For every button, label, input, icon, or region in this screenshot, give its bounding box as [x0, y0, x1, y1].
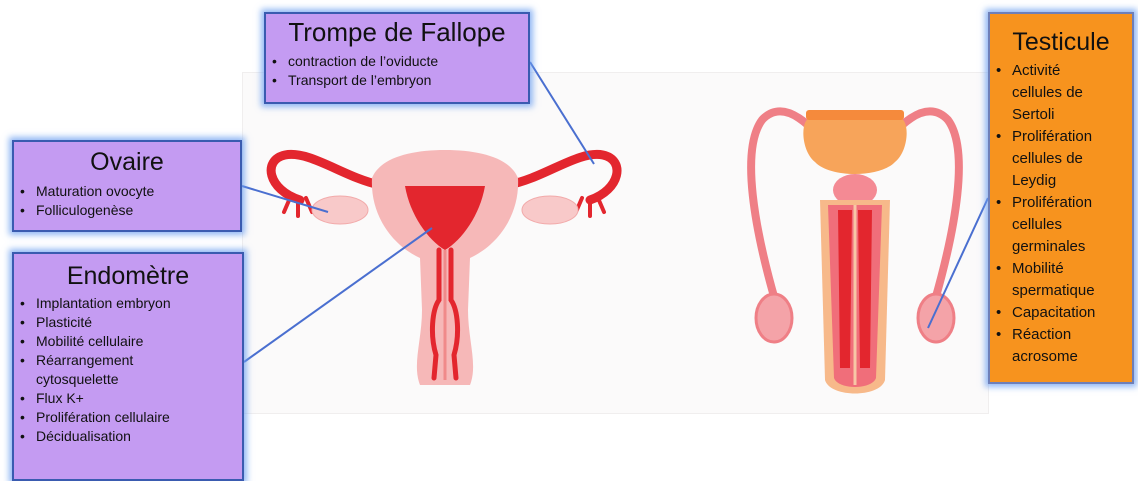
list-item: Transport de l’embryon	[266, 71, 528, 90]
right-testicle	[918, 294, 954, 342]
male-reproductive-illustration	[751, 110, 959, 394]
ovaire-list: Maturation ovocyte Folliculogenèse	[14, 182, 240, 220]
right-fimbriae	[576, 198, 604, 216]
list-item: Maturation ovocyte	[14, 182, 240, 201]
right-ovary	[522, 196, 578, 224]
trompe-de-fallope-box: Trompe de Fallope contraction de l’ovidu…	[264, 12, 530, 104]
list-item: Mobilité cellulaire	[14, 332, 242, 351]
list-item: Réarrangement cytosquelette	[14, 351, 166, 389]
left-fallopian-tube	[271, 154, 380, 200]
connector-endometre	[244, 228, 432, 362]
list-item: Folliculogenèse	[14, 201, 240, 220]
list-item: Prolifération cellules de Leydig	[990, 126, 1108, 192]
endometre-list: Implantation embryon Plasticité Mobilité…	[14, 294, 242, 446]
endometre-title: Endomètre	[14, 260, 242, 292]
list-item: Capacitation	[990, 302, 1108, 324]
endometre-box: Endomètre Implantation embryon Plasticit…	[12, 252, 244, 481]
list-item: Prolifération cellulaire	[14, 408, 242, 427]
list-item: Décidualisation	[14, 427, 242, 446]
left-testicle	[756, 294, 792, 342]
uterus-illustration	[271, 150, 617, 385]
list-item: Implantation embryon	[14, 294, 242, 313]
testicule-title: Testicule	[990, 26, 1132, 58]
ovaire-title: Ovaire	[14, 146, 240, 178]
list-item: contraction de l’oviducte	[266, 52, 528, 71]
testicule-box: Testicule Activité cellules de Sertoli P…	[988, 12, 1134, 384]
list-item: Prolifération cellules germinales	[990, 192, 1108, 258]
list-item: Flux K+	[14, 389, 242, 408]
trompe-list: contraction de l’oviducte Transport de l…	[266, 52, 528, 90]
bladder-top	[806, 110, 904, 120]
ovaire-box: Ovaire Maturation ovocyte Folliculogenès…	[12, 140, 242, 232]
right-fallopian-tube	[508, 154, 617, 200]
list-item: Plasticité	[14, 313, 242, 332]
testicule-list: Activité cellules de Sertoli Proliférati…	[990, 60, 1108, 368]
bladder	[803, 118, 906, 174]
connector-trompe	[530, 62, 594, 164]
list-item: Activité cellules de Sertoli	[990, 60, 1108, 126]
list-item: Mobilité spermatique	[990, 258, 1108, 302]
list-item: Réaction acrosome	[990, 324, 1108, 368]
trompe-title: Trompe de Fallope	[266, 16, 528, 48]
